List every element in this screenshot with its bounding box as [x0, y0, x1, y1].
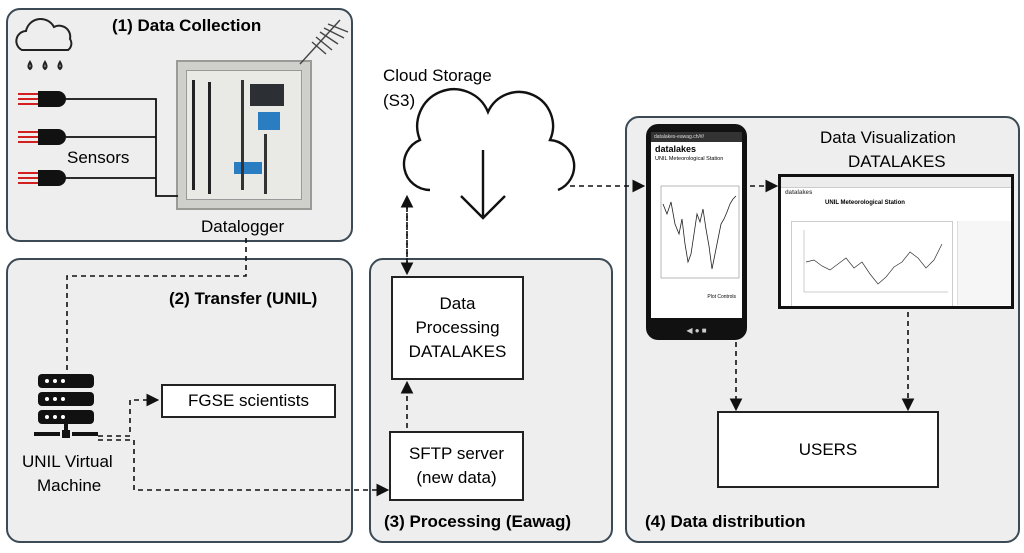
- cloud-s3-label: (S3): [383, 91, 416, 110]
- datalogger-photo: [176, 60, 312, 210]
- phone-url: datalakes-eawag.ch/#/: [651, 132, 742, 142]
- dp-line2: Processing: [415, 318, 500, 337]
- phone-station: UNIL Meteorological Station: [655, 156, 724, 162]
- viz-label-line1: Data Visualization: [820, 128, 956, 147]
- sensors-label: Sensors: [67, 148, 130, 167]
- data-processing-box: Data Processing DATALAKES: [391, 276, 524, 380]
- desktop-mockup: datalakes UNIL Meteorological Station: [778, 174, 1014, 309]
- panel-title-transfer: (2) Transfer (UNIL): [169, 289, 318, 308]
- viz-label-line2: DATALAKES: [848, 152, 946, 171]
- upload-cloud-icon: [402, 88, 576, 220]
- desktop-sidebar: [957, 221, 1011, 305]
- cloud-storage-label: Cloud Storage: [383, 66, 492, 85]
- phone-brand: datalakes: [655, 144, 697, 154]
- sftp-line2: (new data): [416, 468, 497, 487]
- panel-title-processing: (3) Processing (Eawag): [384, 512, 572, 531]
- phone-mockup: datalakes-eawag.ch/#/ datalakes UNIL Met…: [646, 124, 747, 340]
- dp-line3: DATALAKES: [408, 342, 507, 361]
- users-label: USERS: [798, 439, 858, 459]
- vm-label-line1: UNIL Virtual: [22, 452, 113, 471]
- desktop-chart-frame: [791, 221, 953, 306]
- vm-label-line2: Machine: [37, 476, 102, 495]
- desktop-brand: datalakes: [785, 190, 813, 196]
- datalogger-label: Datalogger: [201, 217, 285, 236]
- phone-chart: [660, 185, 740, 279]
- panel-title-collection: (1) Data Collection: [112, 16, 262, 35]
- dp-line1: Data: [439, 294, 476, 313]
- users-box: USERS: [717, 411, 939, 488]
- phone-screen: datalakes-eawag.ch/#/ datalakes UNIL Met…: [651, 132, 742, 318]
- sftp-line1: SFTP server: [408, 444, 505, 463]
- phone-nav-bar: ◀ ● ■: [686, 326, 707, 335]
- fgse-scientists-box: FGSE scientists: [161, 384, 336, 418]
- sftp-server-box: SFTP server (new data): [389, 431, 524, 501]
- panel-title-distribution: (4) Data distribution: [645, 512, 806, 531]
- fgse-label: FGSE scientists: [188, 391, 309, 410]
- phone-plot-controls: Plot Controls: [707, 294, 736, 300]
- desktop-station: UNIL Meteorological Station: [825, 200, 905, 206]
- desktop-chart: [803, 230, 948, 293]
